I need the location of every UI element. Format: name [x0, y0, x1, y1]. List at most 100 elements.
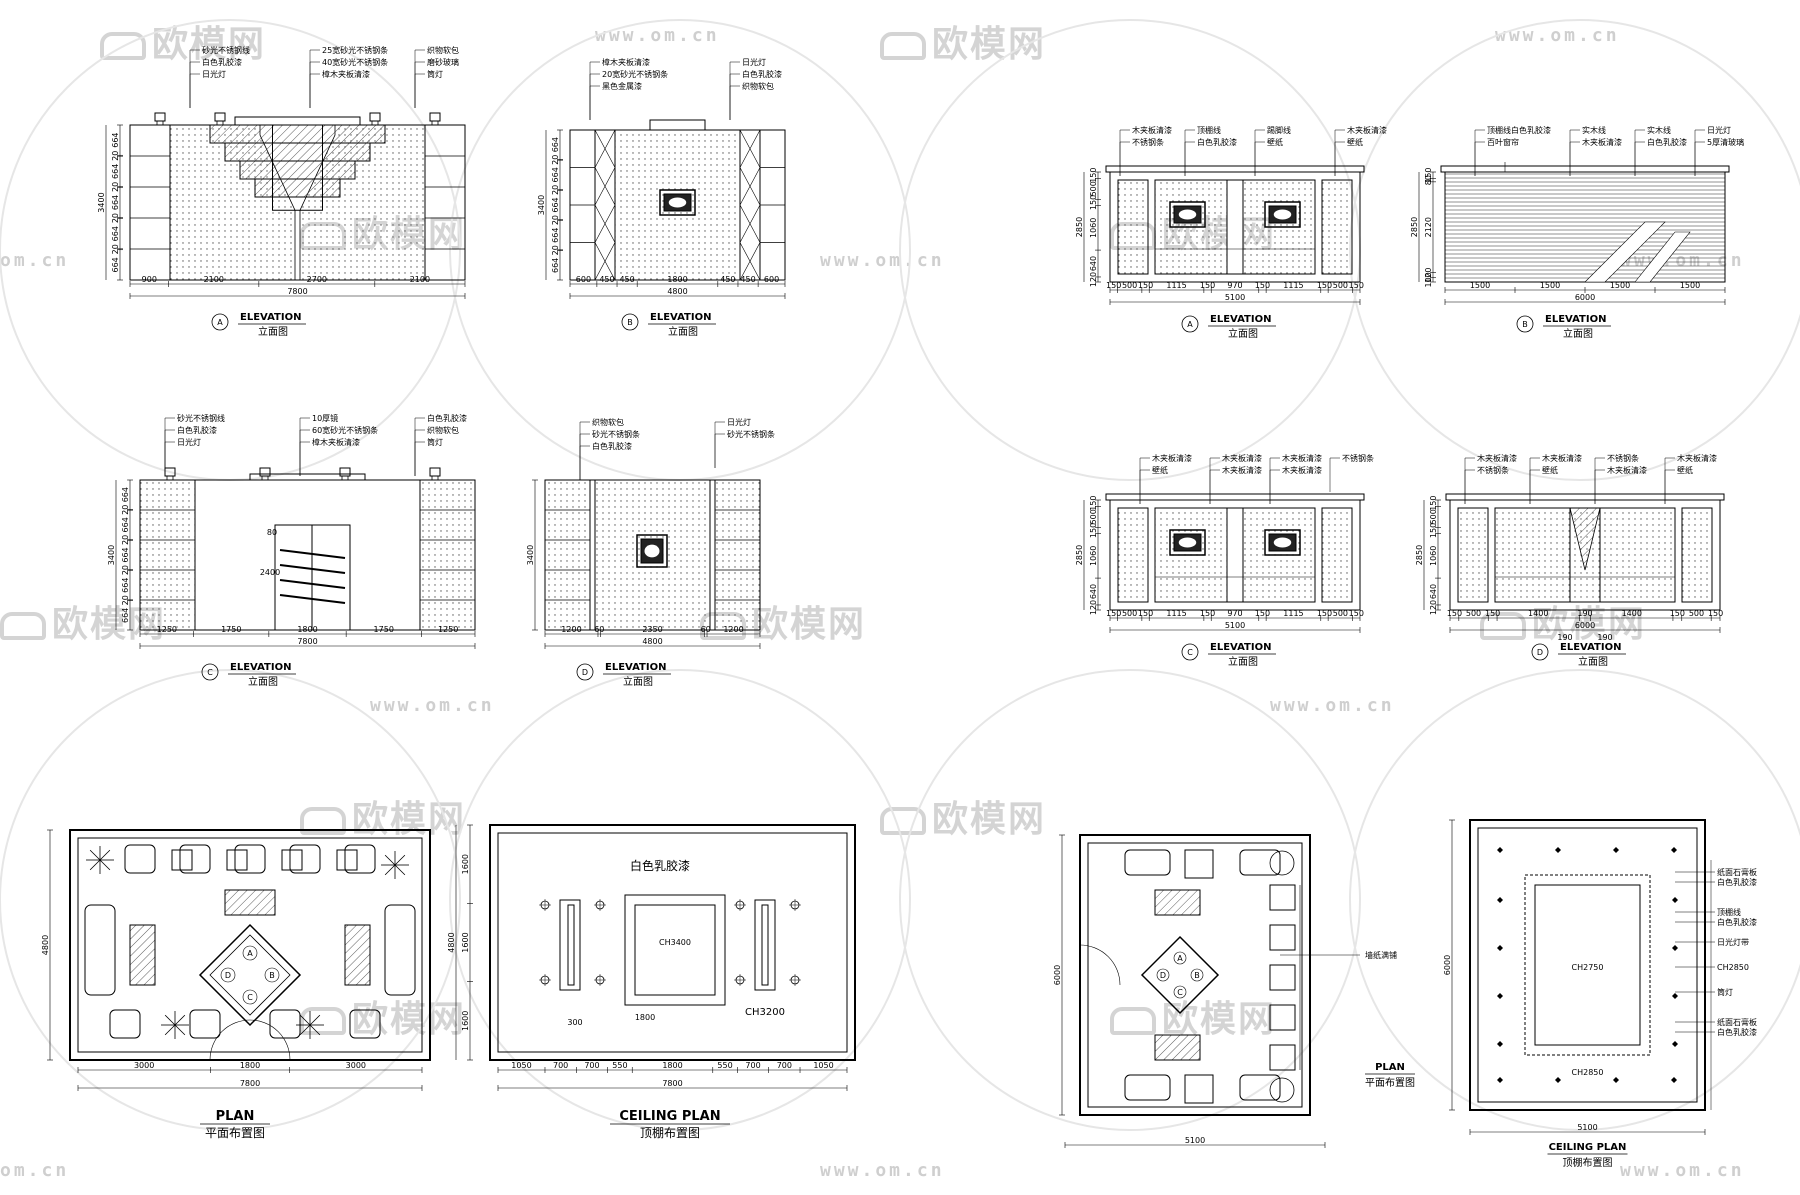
dimension-value: 3000: [346, 1061, 366, 1070]
dimension-value: 150: [1317, 609, 1332, 618]
elevation-subtitle: 立面图: [623, 675, 653, 688]
dimension-value: 150: [1447, 609, 1462, 618]
dimension-value: 500: [1466, 609, 1481, 618]
watermark-url: www.om.cn: [595, 25, 720, 46]
dimension-total: 2850: [1410, 217, 1419, 237]
section-marker-circle: [211, 313, 229, 331]
dimension-value: 150: [1200, 609, 1215, 618]
downlight-icon: [1671, 1077, 1677, 1083]
side-table: [226, 849, 248, 871]
art-motif: [668, 197, 687, 208]
dimension-value: 20: [111, 151, 120, 161]
side-panel: [1117, 179, 1149, 275]
dimension-value: 1200: [723, 625, 743, 634]
lattice-line: [739, 129, 761, 168]
ceiling-plan-subtitle: 顶棚布置图: [640, 1125, 700, 1140]
plan-subtitle: 平面布置图: [205, 1126, 265, 1140]
framed-art-icon: [1169, 529, 1206, 556]
dimension-value: 1800: [297, 625, 317, 634]
armchair-icon: [349, 1009, 381, 1039]
cabinet: [1269, 924, 1296, 951]
dimension-total: 2850: [1075, 545, 1084, 565]
dimension-value: 2100: [410, 275, 430, 284]
annotation-note: 白色乳胶漆: [1717, 1027, 1757, 1037]
lattice-line: [739, 167, 761, 206]
downlight-icon: [1672, 1041, 1678, 1047]
dimension-value: 700: [745, 1061, 760, 1070]
annotation-note: 樟木夹板清漆: [602, 57, 650, 67]
ceiling-plan-title: CEILING PLAN: [1549, 1142, 1627, 1153]
annotation-note: 壁纸: [1347, 137, 1363, 147]
dimension-total: 4800: [642, 637, 662, 646]
dimension-value: 120: [1089, 600, 1098, 615]
panel: [139, 479, 196, 631]
elevation-title: ELEVATION: [1560, 642, 1621, 653]
dimension-value: 150: [1200, 281, 1215, 290]
annotation-note: 木夹板清漆: [1282, 465, 1322, 475]
drawings: 砂光不锈钢线白色乳胶漆日光灯25宽砂光不锈钢条40宽砂光不锈钢条樟木夹板清漆织物…: [41, 45, 1757, 1169]
section-marker-circle: [201, 663, 219, 681]
lattice-line: [739, 204, 761, 243]
annotation-note: 白色乳胶漆: [1717, 877, 1757, 887]
dimension-total: 7800: [297, 637, 317, 646]
art-motif: [1273, 209, 1292, 220]
downlight-icon: [1497, 897, 1503, 903]
dimension-value: 700: [553, 1061, 568, 1070]
art-motif: [1178, 537, 1197, 548]
panel: [419, 479, 476, 631]
cabinet: [1269, 1044, 1296, 1071]
dimension-value: 3400: [526, 545, 535, 565]
section-marker-letter: B: [627, 318, 633, 327]
compass-letter: C: [247, 993, 253, 1002]
annotation-note: 日光灯: [1707, 125, 1731, 135]
annotation-note: 白色乳胶漆: [202, 57, 242, 67]
compass-icon: [1140, 935, 1220, 1015]
dimension-total: 5100: [1225, 293, 1245, 302]
leaf: [99, 849, 111, 861]
side-table: [1184, 1074, 1214, 1104]
elevation-title: ELEVATION: [230, 662, 291, 673]
side-table: [171, 849, 193, 871]
leaf: [99, 859, 111, 871]
dimension-value: 664: [551, 167, 560, 182]
panel: [129, 124, 171, 281]
section-marker-circle: [1531, 643, 1549, 661]
annotation-note: 壁纸: [1267, 137, 1283, 147]
elevation-subtitle: 立面图: [1578, 655, 1608, 668]
dimension-value: 2120: [1424, 217, 1433, 237]
dimension-value: 664: [111, 257, 120, 272]
annotation-note: 织物软包: [592, 417, 624, 427]
room-inner: [1477, 827, 1698, 1103]
dimension-value: 1115: [1166, 609, 1186, 618]
downlight-icon: [1497, 847, 1503, 853]
cornice: [1105, 493, 1365, 501]
table: [224, 889, 276, 916]
dimension-value: 1500: [1470, 281, 1490, 290]
side-table: [336, 849, 358, 871]
cornice: [234, 116, 361, 126]
dimension-value: 1500: [1610, 281, 1630, 290]
dimension-total: 4800: [447, 932, 456, 952]
art-motif: [644, 544, 660, 558]
plan-title: PLAN: [1375, 1062, 1405, 1073]
ceiling-height-label: CH2750: [1572, 963, 1604, 972]
cabinet: [1269, 964, 1296, 991]
watermark-url: www.om.cn: [370, 695, 495, 716]
elevation-subtitle: 立面图: [1228, 327, 1258, 340]
annotation-note: 踢脚线: [1267, 125, 1291, 135]
annotation-note: 壁纸: [1677, 465, 1693, 475]
dimension-value: 190: [1557, 633, 1572, 642]
watermark-logo-icon: [100, 32, 146, 60]
dimension-value: 4800: [41, 935, 50, 955]
dimension-value: 150: [1255, 609, 1270, 618]
annotation-note: 木夹板清漆: [1542, 453, 1582, 463]
dimension-value: 500: [1333, 281, 1348, 290]
annotation-note: 20宽砂光不锈钢条: [602, 69, 668, 79]
watermark-url: www.om.cn: [1620, 1160, 1745, 1181]
room-wall: [69, 829, 431, 1061]
